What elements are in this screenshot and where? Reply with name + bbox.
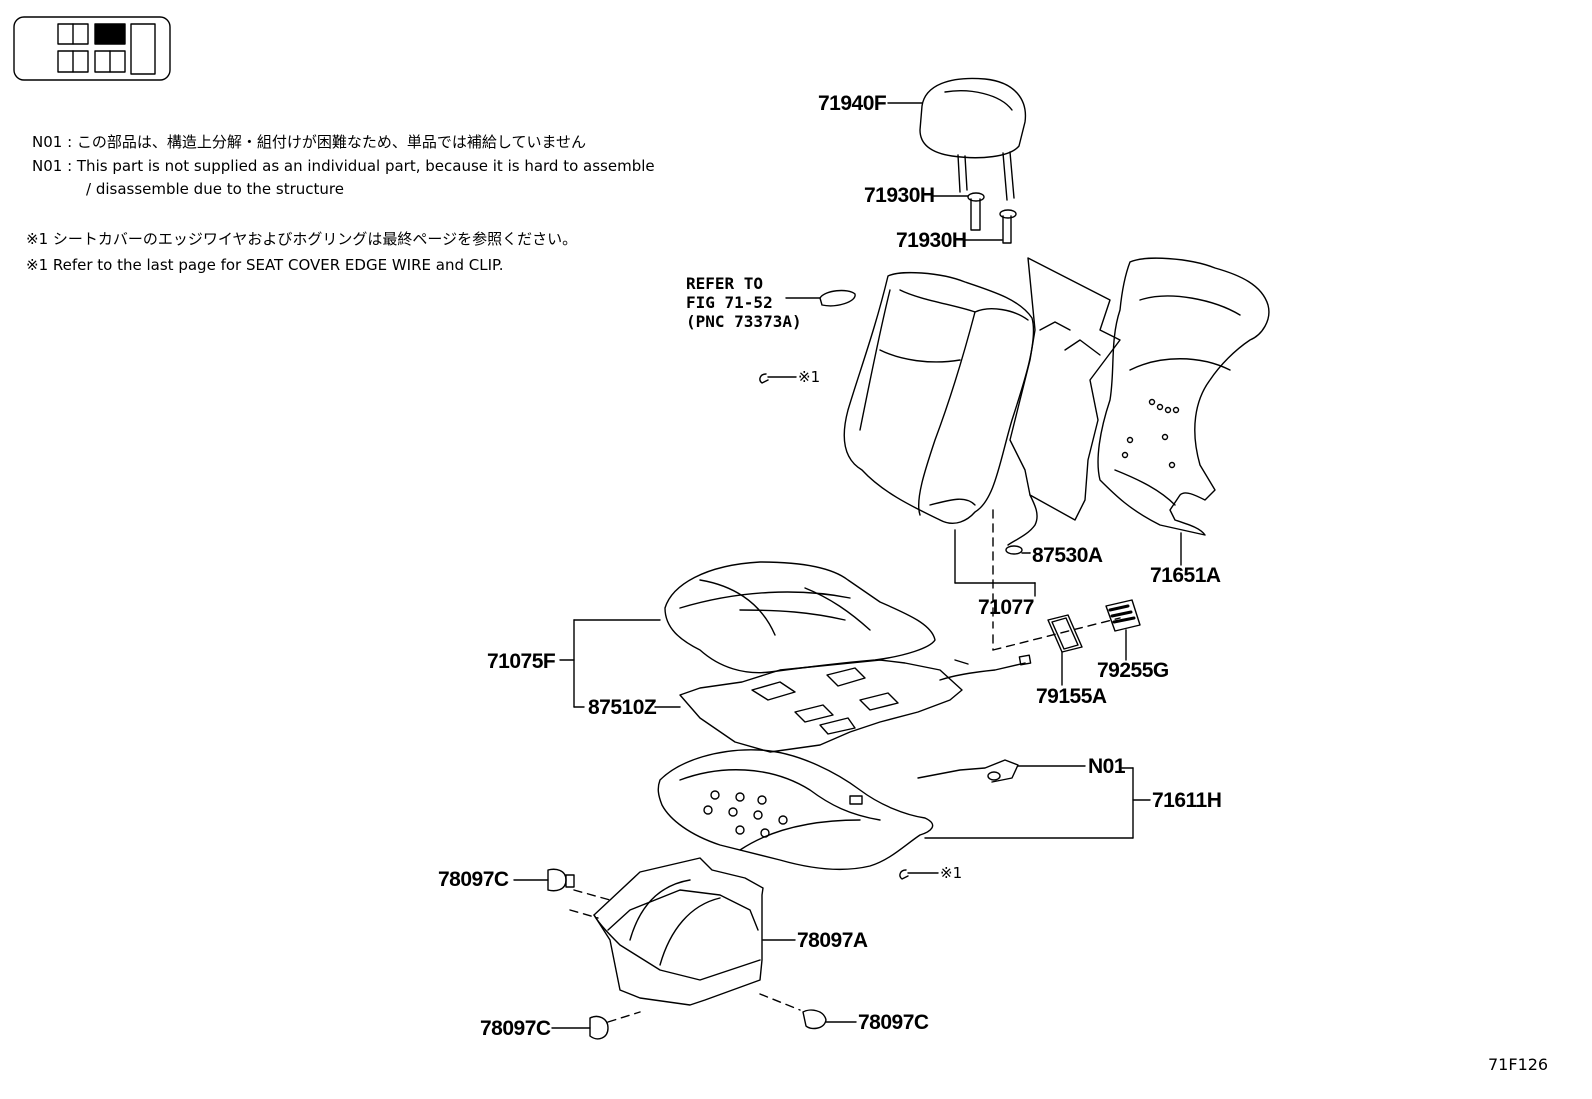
- sensor-N01: [918, 760, 1085, 782]
- cushion-frame-71611H: [658, 750, 1150, 870]
- seatback-frame-71651A: [1098, 258, 1269, 565]
- note-n01-en-line1: N01 : This part is not supplied as an in…: [32, 157, 655, 175]
- part-label-71611H: 71611H: [1152, 789, 1222, 812]
- note-n01-ja: N01 : この部品は、構造上分解・組付けが困難なため、単品では補給していません: [32, 133, 587, 151]
- part-label-78097C-upper: 78097C: [438, 868, 509, 891]
- part-label-N01: N01: [1088, 755, 1126, 778]
- cushion-cover-71075F: [560, 562, 935, 707]
- note-n01-en-line2: / disassemble due to the structure: [86, 180, 344, 198]
- part-label-87530A: 87530A: [1032, 544, 1103, 567]
- part-label-87510Z: 87510Z: [588, 696, 657, 719]
- ref-mark-upper: ※1: [798, 368, 821, 386]
- part-label-78097A: 78097A: [797, 929, 868, 952]
- refer-to-line1: REFER TO: [686, 274, 764, 293]
- part-label-71077: 71077: [978, 596, 1034, 619]
- cushion-lower-cover-78097A: [594, 858, 795, 1005]
- refer-to-line3: (PNC 73373A): [686, 312, 802, 331]
- part-label-71651A: 71651A: [1150, 564, 1221, 587]
- part-label-71930H-upper: 71930H: [864, 184, 935, 207]
- seat-position-icon: [14, 17, 170, 80]
- part-label-79255G: 79255G: [1097, 659, 1169, 682]
- part-label-71075F: 71075F: [487, 650, 556, 673]
- headrest-guides-71930H: [932, 193, 1016, 243]
- hog-ring-markers: [760, 374, 938, 879]
- refer-to-line2: FIG 71-52: [686, 293, 773, 312]
- part-label-71940F: 71940F: [818, 92, 887, 115]
- part-label-79155A: 79155A: [1036, 685, 1107, 708]
- harness-clips-79155A-79255G: [1048, 600, 1140, 685]
- seatback-heater-87530A: [993, 258, 1120, 628]
- clip-73373A: [786, 291, 855, 306]
- note-ref1-ja: ※1 シートカバーのエッジワイヤおよびホグリングは最終ページを参照ください。: [26, 230, 578, 248]
- part-label-78097C-lower-right: 78097C: [858, 1011, 929, 1034]
- note-ref1-en: ※1 Refer to the last page for SEAT COVER…: [26, 256, 504, 274]
- clips-78097C: [514, 869, 856, 1039]
- part-label-78097C-lower-left: 78097C: [480, 1017, 551, 1040]
- figure-id: 71F126: [1488, 1055, 1549, 1074]
- seatback-cover-71077: [844, 273, 1035, 596]
- part-label-71930H-lower: 71930H: [896, 229, 967, 252]
- headrest-71940F: [888, 78, 1025, 200]
- ref-mark-lower: ※1: [940, 864, 963, 882]
